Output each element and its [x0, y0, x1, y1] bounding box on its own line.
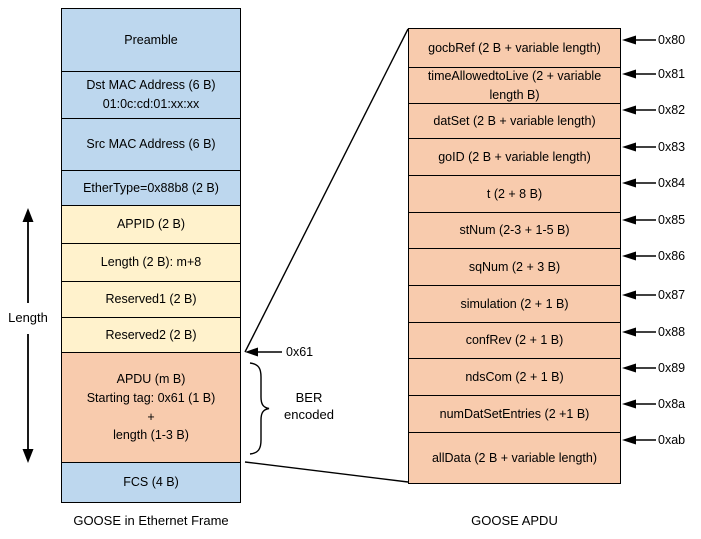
apdu-start-tag-arrow [245, 347, 282, 357]
ber-brace [249, 362, 270, 455]
apdu-field-confrev: confRev (2 + 1 B) [408, 322, 621, 359]
frame-field-length: Length (2 B): m+8 [61, 243, 241, 282]
tag-label-0x81: 0x81 [658, 67, 686, 81]
frame-field-apdu: APDU (m B) Starting tag: 0x61 (1 B) + le… [61, 352, 241, 463]
tag-label-0xab: 0xab [658, 433, 686, 447]
tag-label-0x88: 0x88 [658, 325, 686, 339]
left-column-caption: GOOSE in Ethernet Frame [73, 513, 229, 528]
frame-field-reserved1: Reserved1 (2 B) [61, 281, 241, 318]
apdu-start-tag-label: 0x61 [286, 345, 314, 359]
tag-label-0x8a: 0x8a [658, 397, 686, 411]
zoom-line-top [244, 28, 409, 353]
tag-label-0x86: 0x86 [658, 249, 686, 263]
apdu-field-ndscom: ndsCom (2 + 1 B) [408, 358, 621, 396]
apdu-field-goid: goID (2 B + variable length) [408, 138, 621, 176]
frame-field-appid: APPID (2 B) [61, 205, 241, 244]
tag-arrows [622, 35, 656, 445]
tag-label-0x89: 0x89 [658, 361, 686, 375]
apdu-field-numdatsetentries: numDatSetEntries (2 +1 B) [408, 395, 621, 433]
frame-field-preamble: Preamble [61, 8, 241, 72]
frame-field-fcs: FCS (4 B) [61, 462, 241, 503]
apdu-field-alldata: allData (2 B + variable length) [408, 432, 621, 484]
apdu-field-stnum: stNum (2-3 + 1-5 B) [408, 212, 621, 249]
apdu-field-datset: datSet (2 B + variable length) [408, 103, 621, 139]
ber-encoded-label: BER encoded [284, 390, 334, 422]
frame-field-reserved2: Reserved2 (2 B) [61, 317, 241, 353]
tag-label-0x84: 0x84 [658, 176, 686, 190]
tag-label-0x80: 0x80 [658, 33, 686, 47]
tag-label-0x82: 0x82 [658, 103, 686, 117]
tag-label-0x85: 0x85 [658, 213, 686, 227]
length-arrow [22, 208, 34, 463]
frame-field-dst-mac: Dst MAC Address (6 B) 01:0c:cd:01:xx:xx [61, 71, 241, 119]
frame-field-src-mac: Src MAC Address (6 B) [61, 118, 241, 171]
right-column-caption: GOOSE APDU [471, 513, 558, 528]
frame-field-ethertype: EtherType=0x88b8 (2 B) [61, 170, 241, 206]
apdu-field-sqnum: sqNum (2 + 3 B) [408, 248, 621, 286]
apdu-field-gocbref: gocbRef (2 B + variable length) [408, 28, 621, 68]
apdu-field-t: t (2 + 8 B) [408, 175, 621, 213]
zoom-line-bottom [244, 461, 409, 483]
apdu-field-timeallowedtolive: timeAllowedtoLive (2 + variable length B… [408, 67, 621, 104]
length-span-label: Length [8, 310, 48, 325]
tag-label-0x83: 0x83 [658, 140, 686, 154]
tag-label-0x87: 0x87 [658, 288, 686, 302]
apdu-field-simulation: simulation (2 + 1 B) [408, 285, 621, 323]
